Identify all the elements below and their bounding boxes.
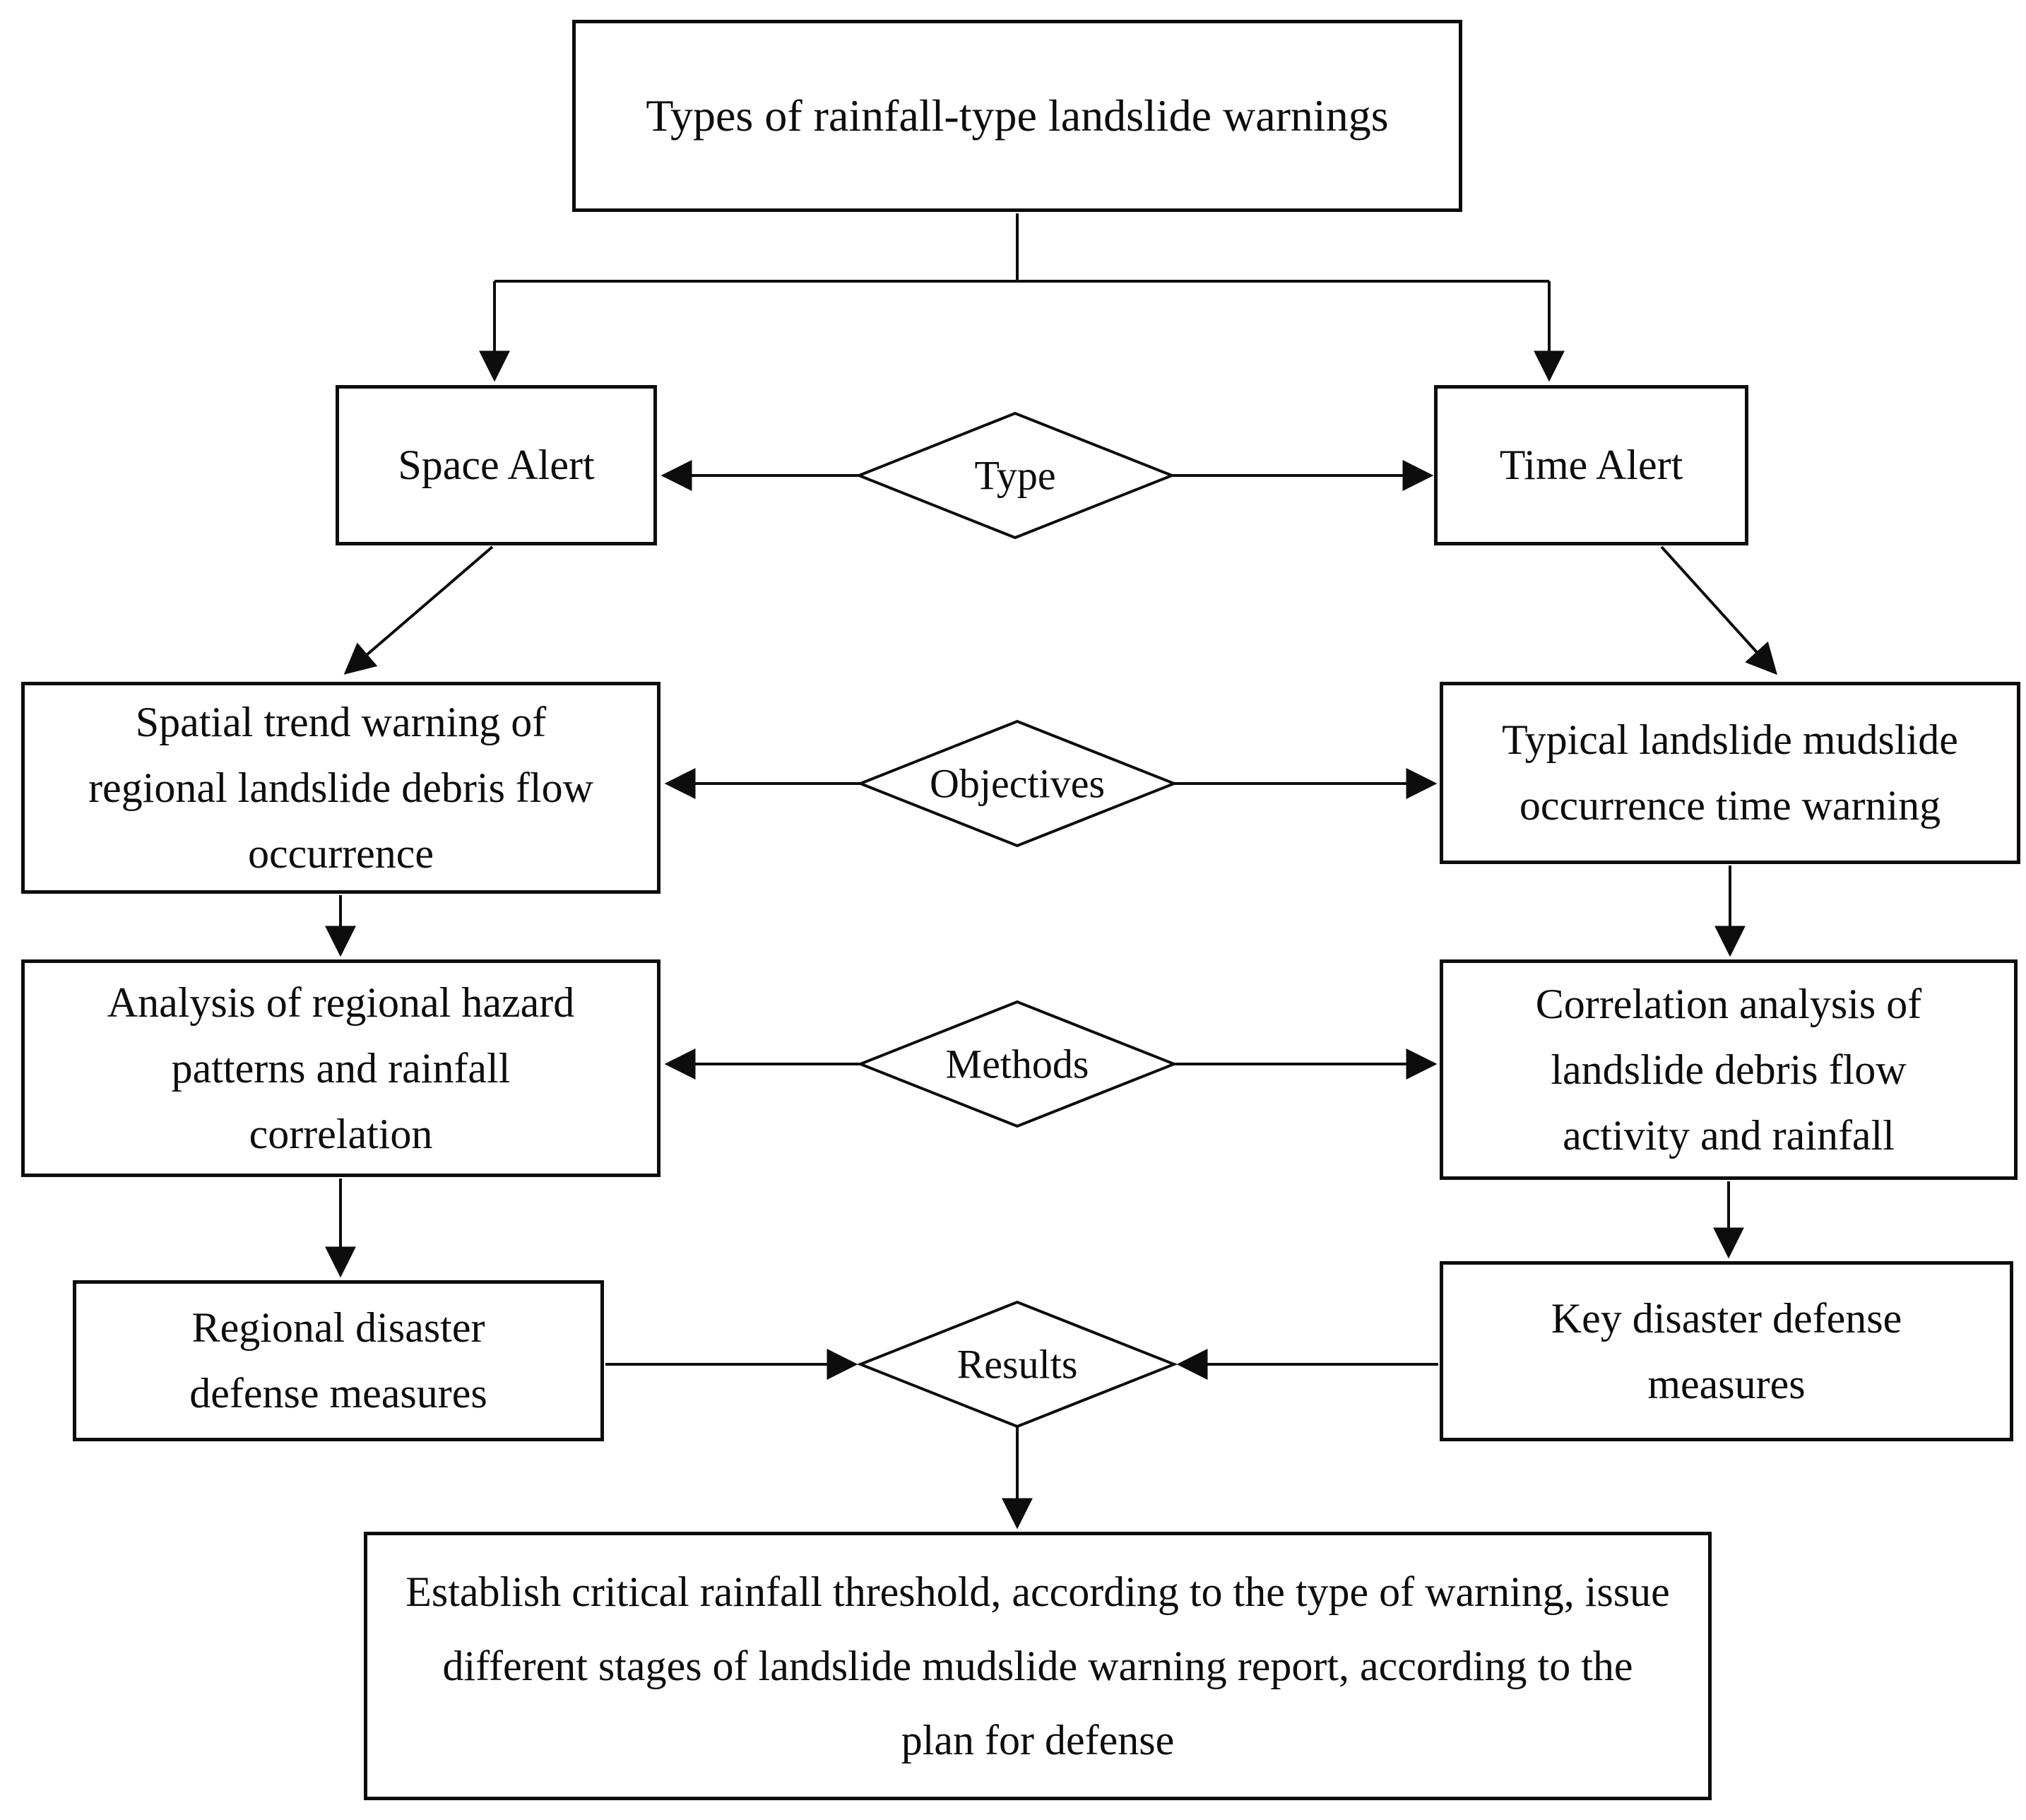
node-correlation-analysis: Correlation analysis of landslide debris… [1440,959,2018,1180]
node-title: Types of rainfall-type landslide warning… [572,20,1462,212]
objectives-diamond-label: Objectives [929,760,1106,807]
results-diamond-label: Results [956,1341,1078,1388]
node-regional-defense-measures: Regional disaster defense measures [73,1280,604,1441]
node-regional-hazard-analysis: Analysis of regional hazard patterns and… [21,959,660,1177]
node-establish-threshold: Establish critical rainfall threshold, a… [364,1532,1712,1800]
results-diamond [856,1300,1178,1429]
methods-diamond-label: Methods [945,1041,1089,1087]
node-spatial-trend-warning: Spatial trend warning of regional landsl… [21,682,660,894]
methods-diamond [856,1000,1178,1128]
type-diamond [855,411,1176,540]
objectives-diamond [856,719,1178,848]
node-space-alert: Space Alert [336,385,657,545]
node-key-defense-measures: Key disaster defense measures [1440,1261,2013,1441]
node-typical-time-warning: Typical landslide mudslide occurrence ti… [1440,682,2020,864]
edge-space-alert-to-spatial [343,545,494,675]
node-time-alert: Time Alert [1434,385,1748,545]
edge-time-alert-to-typical [1660,545,1777,675]
type-diamond-label: Type [974,452,1056,499]
